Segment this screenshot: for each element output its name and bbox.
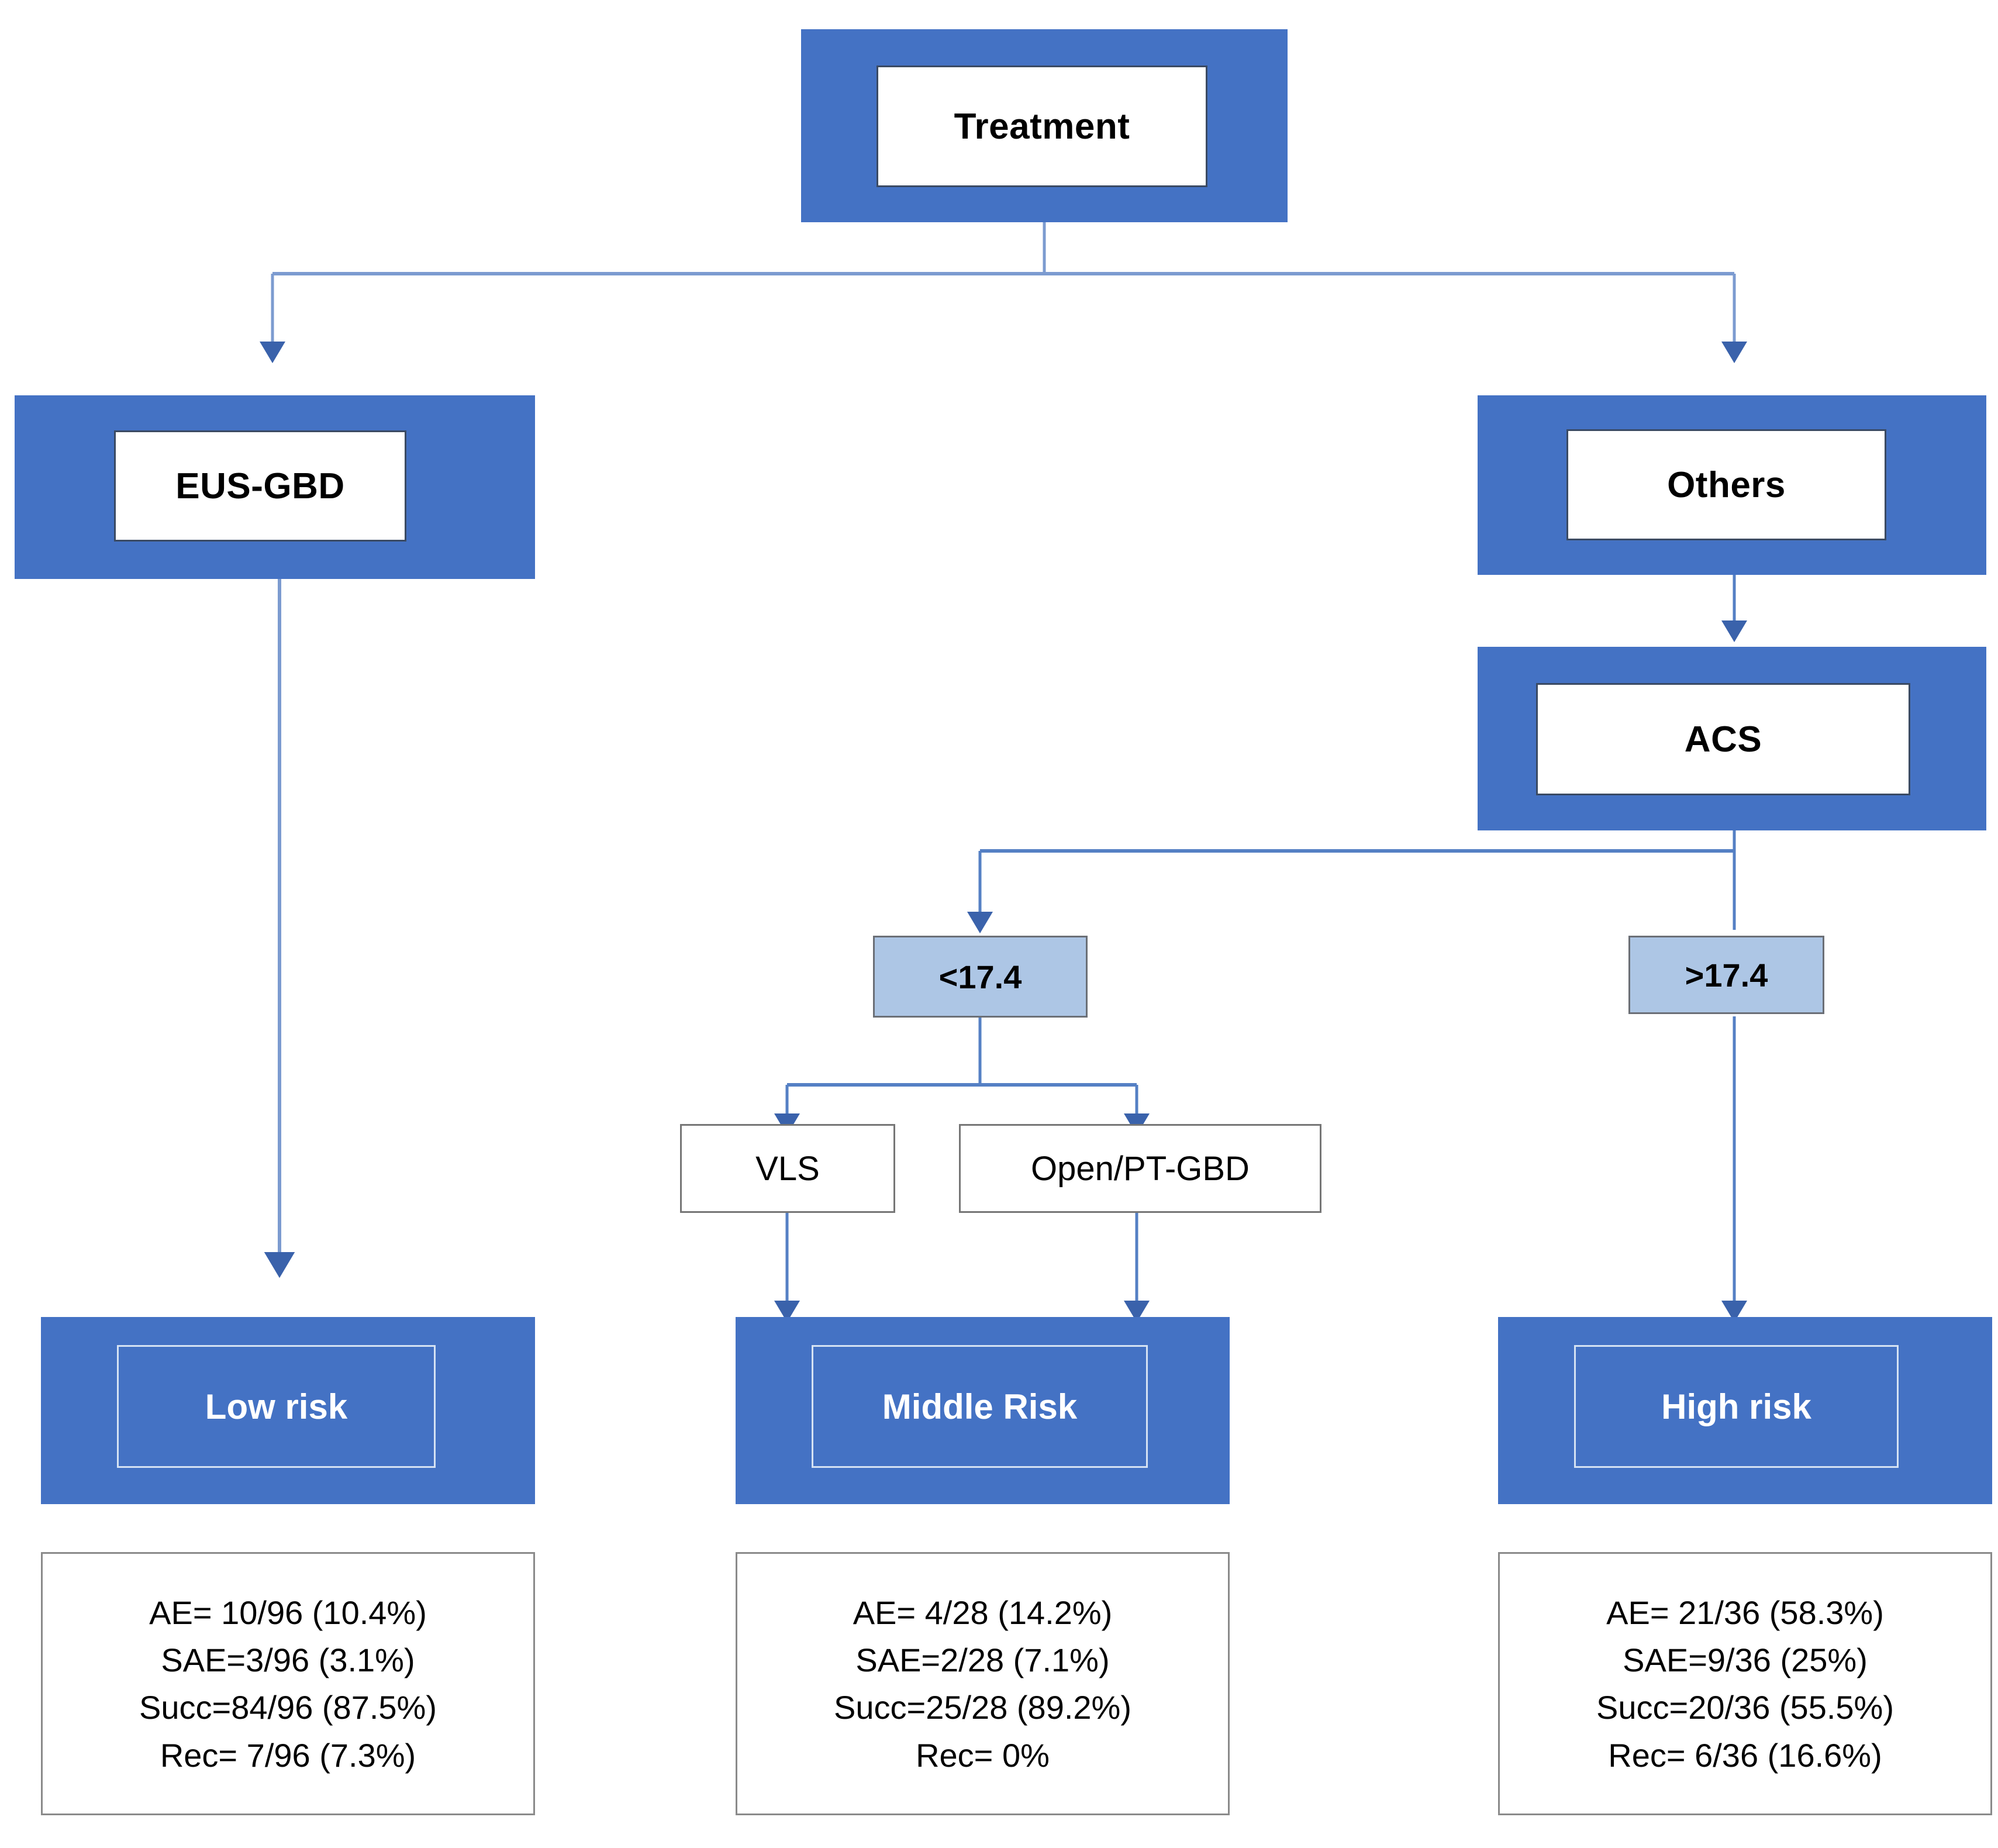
node-acs-label: ACS	[1684, 719, 1762, 760]
stats-line: SAE=3/96 (3.1%)	[161, 1642, 415, 1679]
node-low-risk[interactable]: Low risk	[41, 1317, 535, 1504]
node-acs-plate: ACS	[1536, 683, 1910, 795]
node-threshold-low-label: <17.4	[938, 958, 1022, 995]
stats-line: Succ=84/96 (87.5%)	[139, 1689, 437, 1726]
node-high-risk-label: High risk	[1661, 1387, 1811, 1426]
node-treatment[interactable]: Treatment	[801, 29, 1288, 222]
node-eus-gbd-plate: EUS-GBD	[114, 430, 406, 542]
node-open-pt-gbd-label: Open/PT-GBD	[1031, 1149, 1250, 1188]
node-low-risk-label: Low risk	[205, 1387, 348, 1426]
node-eus-gbd-label: EUS-GBD	[175, 466, 345, 506]
stats-panel-high-risk: AE= 21/36 (58.3%) SAE=9/36 (25%) Succ=20…	[1498, 1552, 1992, 1815]
stats-line: SAE=9/36 (25%)	[1623, 1642, 1868, 1679]
stats-line: Rec= 0%	[916, 1736, 1050, 1774]
node-acs[interactable]: ACS	[1478, 647, 1986, 830]
node-middle-risk-label: Middle Risk	[882, 1387, 1078, 1426]
stats-line: AE= 21/36 (58.3%)	[1606, 1594, 1884, 1631]
node-treatment-label: Treatment	[954, 106, 1130, 147]
stats-panel-middle-risk: AE= 4/28 (14.2%) SAE=2/28 (7.1%) Succ=25…	[736, 1552, 1230, 1815]
node-high-risk-inset: High risk	[1574, 1345, 1899, 1468]
node-threshold-less-than-17-4[interactable]: <17.4	[873, 936, 1088, 1018]
stats-line: AE= 10/96 (10.4%)	[149, 1594, 427, 1631]
connector-acs-thresholds	[967, 830, 1736, 933]
node-vls[interactable]: VLS	[680, 1124, 895, 1213]
node-middle-risk[interactable]: Middle Risk	[736, 1317, 1230, 1504]
node-others[interactable]: Others	[1478, 395, 1986, 575]
stats-line: Rec= 7/96 (7.3%)	[160, 1736, 416, 1774]
node-open-pt-gbd[interactable]: Open/PT-GBD	[959, 1124, 1321, 1213]
connector-threshold-procedures	[774, 1016, 1150, 1135]
stats-panel-low-risk: AE= 10/96 (10.4%) SAE=3/96 (3.1%) Succ=8…	[41, 1552, 535, 1815]
node-threshold-greater-than-17-4[interactable]: >17.4	[1628, 936, 1824, 1014]
stats-line: AE= 4/28 (14.2%)	[853, 1594, 1113, 1631]
stats-line: Succ=20/36 (55.5%)	[1596, 1689, 1894, 1726]
stats-line: Succ=25/28 (89.2%)	[834, 1689, 1131, 1726]
connector-treatment-split	[260, 221, 1747, 363]
node-eus-gbd[interactable]: EUS-GBD	[15, 395, 535, 579]
node-middle-risk-inset: Middle Risk	[812, 1345, 1148, 1468]
node-others-plate: Others	[1566, 429, 1886, 540]
node-treatment-plate: Treatment	[877, 65, 1207, 187]
node-vls-label: VLS	[755, 1149, 820, 1188]
node-threshold-high-label: >17.4	[1685, 956, 1768, 994]
node-high-risk[interactable]: High risk	[1498, 1317, 1992, 1504]
stats-line: Rec= 6/36 (16.6%)	[1608, 1736, 1882, 1774]
node-low-risk-inset: Low risk	[117, 1345, 436, 1468]
node-others-label: Others	[1667, 464, 1786, 505]
stats-line: SAE=2/28 (7.1%)	[855, 1642, 1110, 1679]
